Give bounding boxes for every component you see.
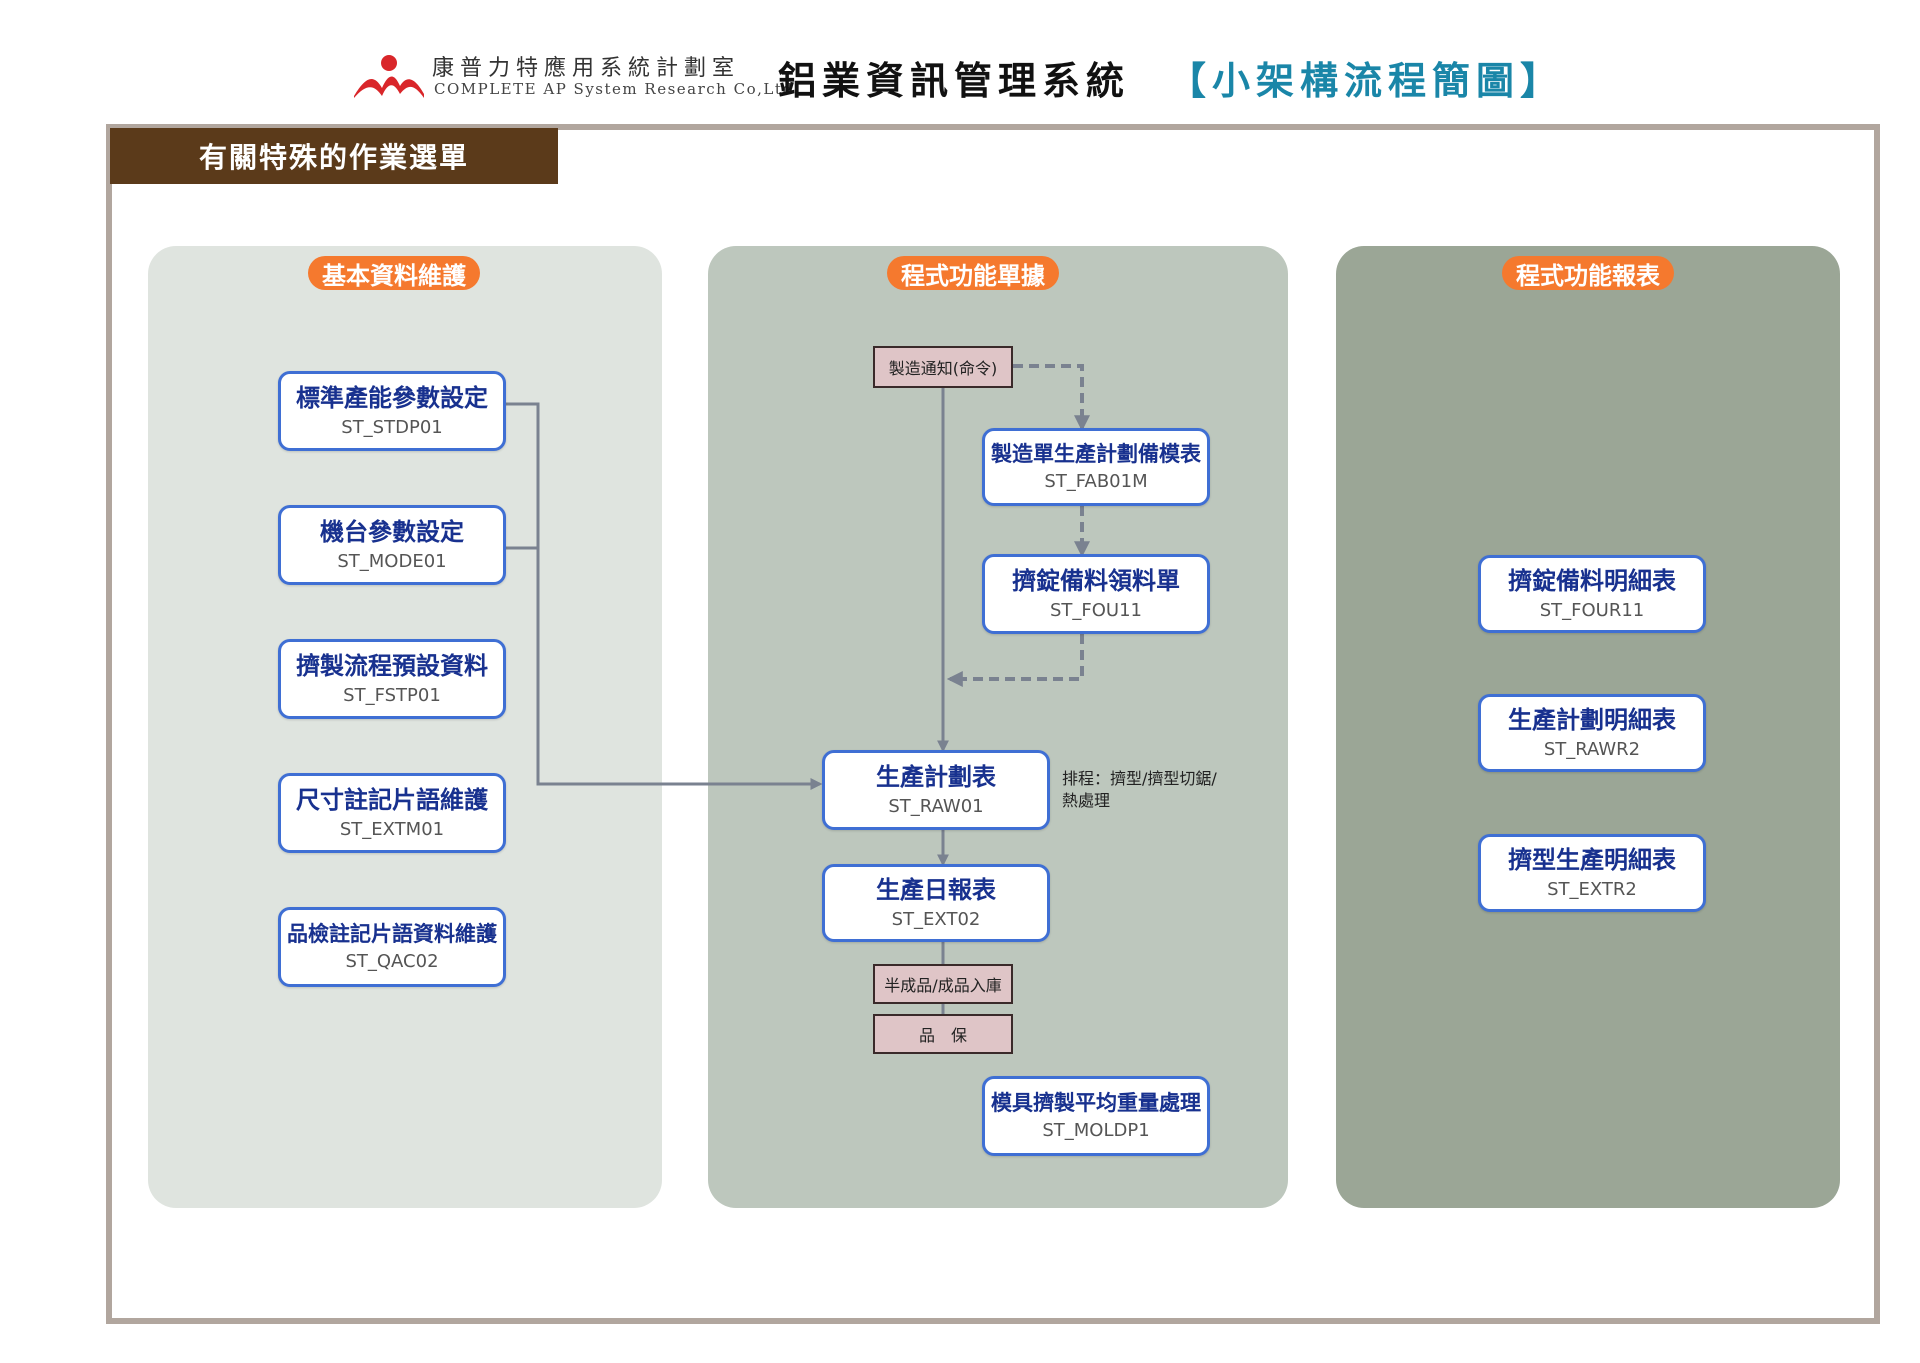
- company-name: 康普力特應用系統計劃室: [432, 56, 741, 81]
- program-box-st-fou11[interactable]: 擠錠備料領料單 ST_FOU11: [982, 554, 1210, 634]
- program-title: 擠製流程預設資料: [296, 651, 488, 680]
- program-title: 製造單生產計劃備模表: [991, 441, 1201, 466]
- program-title: 擠錠備料明細表: [1508, 566, 1676, 595]
- company-logo-icon: [354, 55, 424, 98]
- program-title: 模具擠製平均重量處理: [991, 1090, 1201, 1115]
- connector-dashed-branch: [946, 364, 1090, 687]
- program-box-st-stdp01[interactable]: 標準產能參數設定 ST_STDP01: [278, 371, 506, 451]
- program-code: ST_EXTM01: [339, 818, 445, 840]
- program-box-st-moldp1[interactable]: 模具擠製平均重量處理 ST_MOLDP1: [982, 1076, 1210, 1156]
- program-title: 生產計劃明細表: [1508, 705, 1676, 734]
- program-box-st-ext02[interactable]: 生產日報表 ST_EXT02: [822, 864, 1050, 942]
- program-title: 擠型生產明細表: [1508, 845, 1676, 874]
- program-box-st-fstp01[interactable]: 擠製流程預設資料 ST_FSTP01: [278, 639, 506, 719]
- program-code: ST_EXT02: [891, 908, 981, 930]
- program-box-st-extr2[interactable]: 擠型生產明細表 ST_EXTR2: [1478, 834, 1706, 912]
- program-code: ST_FOUR11: [1539, 599, 1645, 621]
- step-manufacture-notice: 製造通知(命令): [873, 346, 1013, 388]
- panel-label-basic: 基本資料維護: [308, 256, 480, 290]
- program-title: 品檢註記片語資料維護: [287, 921, 497, 946]
- program-code: ST_RAW01: [888, 795, 984, 817]
- program-code: ST_FSTP01: [343, 684, 441, 706]
- program-title: 生產計劃表: [876, 762, 996, 791]
- company-english-name: COMPLETE AP System Research Co,Ltd: [434, 80, 794, 98]
- program-code: ST_FAB01M: [1044, 470, 1148, 492]
- page-title: 鋁業資訊管理系統: [778, 59, 1131, 103]
- step-quality-assurance: 品 保: [873, 1014, 1013, 1054]
- program-title: 擠錠備料領料單: [1012, 566, 1180, 595]
- step-warehouse-in: 半成品/成品入庫: [873, 964, 1013, 1004]
- panel-label-reports: 程式功能報表: [1502, 256, 1674, 290]
- connector-basic-to-plan: [506, 402, 823, 790]
- program-code: ST_QAC02: [345, 950, 439, 972]
- program-title: 標準產能參數設定: [296, 383, 488, 412]
- panel-label-documents: 程式功能單據: [887, 256, 1059, 290]
- program-title: 尺寸註記片語維護: [296, 785, 488, 814]
- program-code: ST_MODE01: [337, 550, 447, 572]
- program-box-st-rawr2[interactable]: 生產計劃明細表 ST_RAWR2: [1478, 694, 1706, 772]
- program-code: ST_RAWR2: [1543, 738, 1641, 760]
- schedule-note: 排程：擠型/擠型切鋸/ 熱處理: [1062, 769, 1217, 810]
- page-subtitle: 【小架構流程簡圖】: [1168, 59, 1565, 103]
- program-code: ST_MOLDP1: [1042, 1119, 1150, 1141]
- program-box-st-mode01[interactable]: 機台參數設定 ST_MODE01: [278, 505, 506, 585]
- program-box-st-four11[interactable]: 擠錠備料明細表 ST_FOUR11: [1478, 555, 1706, 633]
- program-title: 生產日報表: [876, 875, 996, 904]
- program-code: ST_STDP01: [341, 416, 443, 438]
- program-title: 機台參數設定: [320, 517, 464, 546]
- program-code: ST_EXTR2: [1547, 878, 1637, 900]
- program-box-st-extm01[interactable]: 尺寸註記片語維護 ST_EXTM01: [278, 773, 506, 853]
- program-code: ST_FOU11: [1049, 599, 1143, 621]
- section-title: 有關特殊的作業選單: [110, 128, 558, 184]
- program-box-st-qac02[interactable]: 品檢註記片語資料維護 ST_QAC02: [278, 907, 506, 987]
- program-box-st-raw01[interactable]: 生產計劃表 ST_RAW01: [822, 750, 1050, 830]
- diagram-frame: [106, 124, 1880, 1324]
- program-box-st-fab01m[interactable]: 製造單生產計劃備模表 ST_FAB01M: [982, 428, 1210, 506]
